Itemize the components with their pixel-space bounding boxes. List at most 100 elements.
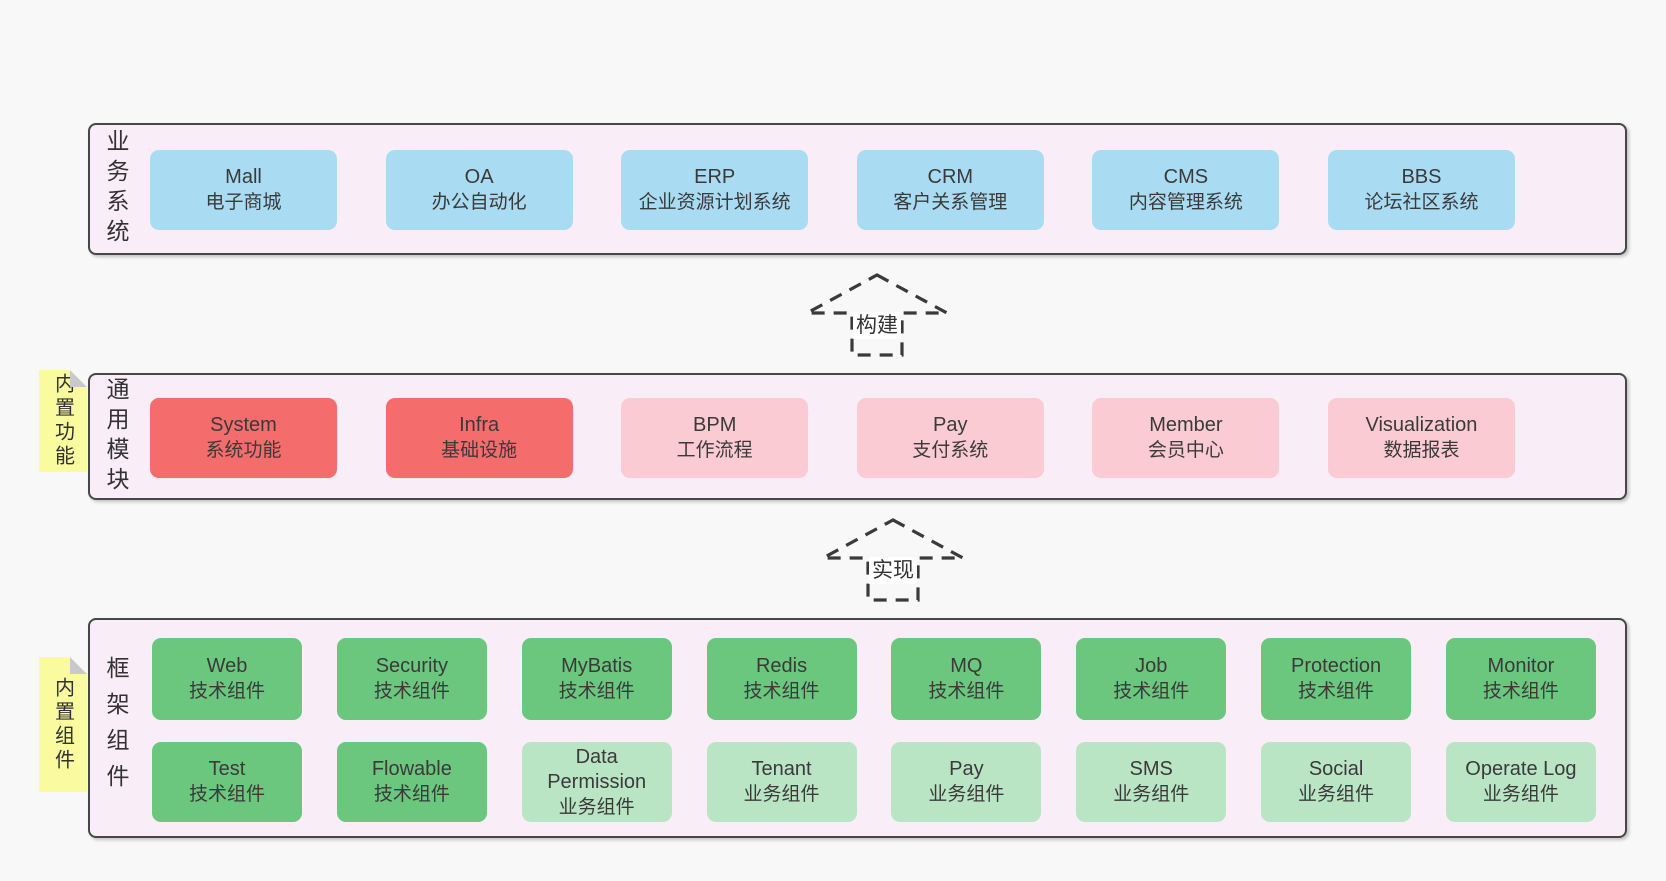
box-cms: CMS 内容管理系统: [1092, 150, 1280, 230]
band-label-common-modules: 通用模块: [103, 376, 129, 497]
box-name: ERP: [694, 166, 736, 188]
box-name: OA: [464, 166, 494, 188]
box-desc: 论坛社区系统: [1364, 192, 1479, 213]
box-desc: 技术组件: [928, 681, 1005, 702]
box-desc: 支付系统: [912, 440, 989, 461]
box-system: System 系统功能: [150, 398, 337, 478]
box-name: Test: [208, 758, 246, 780]
box-name: SMS: [1129, 758, 1173, 780]
block-arrow-up-icon: [806, 273, 948, 357]
arrow-build: 构建: [804, 272, 950, 358]
box-name: CMS: [1163, 166, 1209, 188]
box-social: Social 业务组件: [1261, 742, 1412, 822]
box-bpm: BPM 工作流程: [621, 398, 809, 478]
box-operate-log: Operate Log 业务组件: [1445, 742, 1596, 822]
arrow-implement: 实现: [820, 517, 966, 603]
band-common-modules: 内置功能 通用模块 System 系统功能 Infra 基础设施 BPM 工作流…: [88, 373, 1627, 500]
box-infra: Infra 基础设施: [385, 398, 573, 478]
box-mall: Mall 电子商城: [150, 150, 337, 230]
box-desc: 数据报表: [1383, 440, 1460, 461]
box-name: Operate Log: [1465, 758, 1577, 780]
box-name: Infra: [459, 414, 500, 436]
box-oa: OA 办公自动化: [385, 150, 573, 230]
box-desc: 技术组件: [373, 784, 450, 805]
box-desc: 技术组件: [1482, 681, 1559, 702]
note-text: 内置组件: [51, 676, 74, 773]
box-web: Web 技术组件: [152, 638, 302, 720]
box-desc: 业务组件: [558, 796, 635, 818]
business-systems-row: Mall 电子商城 OA 办公自动化 ERP 企业资源计划系统 CRM 客户关系…: [150, 150, 1515, 230]
box-name: Protection: [1291, 655, 1382, 677]
box-erp: ERP 企业资源计划系统: [621, 150, 809, 230]
box-crm: CRM 客户关系管理: [856, 150, 1044, 230]
note-fold-corner-icon: [70, 370, 87, 387]
block-arrow-up-icon: [822, 518, 964, 602]
box-desc: 技术组件: [373, 681, 450, 702]
box-member: Member 会员中心: [1092, 398, 1280, 478]
box-name: CRM: [927, 166, 974, 188]
common-modules-row: System 系统功能 Infra 基础设施 BPM 工作流程 Pay 支付系统…: [150, 398, 1515, 478]
band-framework-components: 内置组件 框架组件 Web 技术组件 Security 技术组件 MyBatis…: [88, 618, 1627, 838]
box-name: Pay: [949, 758, 984, 780]
box-tenant: Tenant 业务组件: [706, 742, 857, 822]
box-name: Mall: [225, 166, 262, 188]
box-name: BPM: [693, 414, 737, 436]
box-desc: 业务组件: [928, 784, 1005, 805]
band-business-systems: 业务系统 Mall 电子商城 OA 办公自动化 ERP 企业资源计划系统 CRM…: [88, 123, 1627, 255]
box-name: Visualization: [1365, 414, 1478, 436]
box-desc: 内容管理系统: [1128, 192, 1243, 213]
box-monitor: Monitor 技术组件: [1445, 638, 1596, 720]
box-desc: 业务组件: [1482, 784, 1559, 805]
box-name: Redis: [755, 655, 808, 677]
box-name: MQ: [950, 655, 983, 677]
box-desc: 会员中心: [1147, 440, 1224, 461]
box-name: Web: [206, 655, 248, 677]
box-desc: 技术组件: [188, 784, 265, 805]
box-name: BBS: [1401, 166, 1442, 188]
band-label-business-systems: 业务系统: [103, 129, 129, 249]
box-desc: 业务组件: [743, 784, 820, 805]
note-text: 内置功能: [51, 373, 74, 469]
box-desc: 企业资源计划系统: [638, 192, 791, 213]
box-pay-system: Pay 支付系统: [856, 398, 1044, 478]
box-mq: MQ 技术组件: [891, 638, 1042, 720]
box-desc: 技术组件: [558, 681, 635, 702]
box-desc: 技术组件: [1298, 681, 1375, 702]
box-desc: 办公自动化: [431, 192, 527, 213]
box-data-permission: Data Permission 业务组件: [521, 742, 672, 822]
box-desc: 工作流程: [676, 440, 753, 461]
box-desc: 客户关系管理: [893, 192, 1008, 213]
box-desc: 技术组件: [188, 681, 265, 702]
box-job: Job 技术组件: [1076, 638, 1227, 720]
box-desc: 技术组件: [1113, 681, 1190, 702]
box-security: Security 技术组件: [336, 638, 487, 720]
box-name: Flowable: [371, 758, 452, 780]
box-name: Pay: [933, 414, 968, 436]
framework-components-row-1: Web 技术组件 Security 技术组件 MyBatis 技术组件 Redi…: [152, 638, 1596, 720]
box-desc: 业务组件: [1113, 784, 1190, 805]
framework-components-row-2: Test 技术组件 Flowable 技术组件 Data Permission …: [152, 742, 1596, 822]
box-visualization: Visualization 数据报表: [1327, 398, 1515, 478]
note-fold-corner-icon: [70, 657, 87, 674]
box-flowable: Flowable 技术组件: [336, 742, 487, 822]
note-built-in-components: 内置组件: [39, 657, 87, 792]
box-name: Data Permission: [547, 745, 647, 793]
arrow-implement-label: 实现: [869, 557, 917, 584]
box-redis: Redis 技术组件: [706, 638, 857, 720]
arrow-build-label: 构建: [853, 312, 901, 339]
band-label-framework-components: 框架组件: [103, 656, 129, 800]
box-desc: 基础设施: [441, 440, 518, 461]
box-desc: 电子商城: [205, 192, 282, 213]
box-desc: 业务组件: [1298, 784, 1375, 805]
box-desc: 技术组件: [743, 681, 820, 702]
box-desc: 系统功能: [205, 440, 282, 461]
box-name: MyBatis: [561, 655, 633, 677]
box-protection: Protection 技术组件: [1261, 638, 1412, 720]
box-name: Social: [1308, 758, 1364, 780]
box-bbs: BBS 论坛社区系统: [1327, 150, 1515, 230]
box-name: Job: [1135, 655, 1168, 677]
box-name: Tenant: [751, 758, 812, 780]
box-name: Monitor: [1487, 655, 1555, 677]
box-mybatis: MyBatis 技术组件: [521, 638, 672, 720]
box-sms: SMS 业务组件: [1076, 742, 1227, 822]
